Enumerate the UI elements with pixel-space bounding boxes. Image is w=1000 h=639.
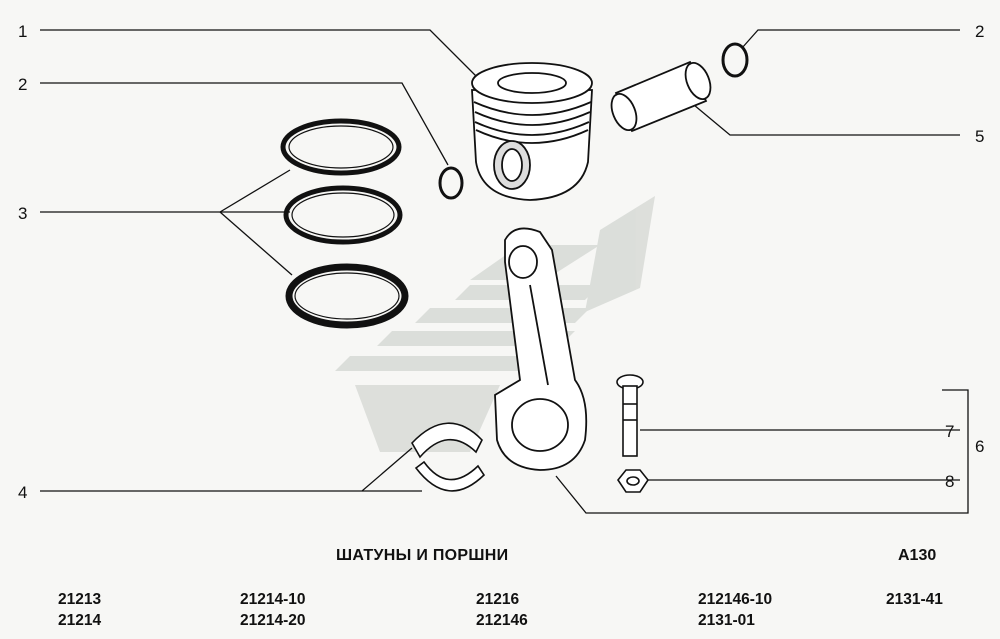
callout-labels: 1 2 2 3 4 5 6 7 8	[18, 22, 984, 502]
callout-2-left: 2	[18, 75, 27, 94]
callout-8: 8	[945, 472, 954, 491]
model-code: 21213	[58, 591, 102, 608]
callout-3: 3	[18, 204, 27, 223]
model-code: 212146	[476, 612, 528, 629]
circlip-left	[438, 166, 464, 200]
callout-1: 1	[18, 22, 27, 41]
circlip-right	[721, 42, 749, 78]
callout-6: 6	[975, 437, 984, 456]
model-column-3: 21216 212146	[476, 589, 528, 631]
rod-nut	[617, 469, 649, 493]
figure-code: A130	[898, 547, 937, 564]
model-column-2: 21214-10 21214-20	[240, 589, 306, 631]
model-column-4: 212146-10 2131-01	[698, 589, 772, 631]
model-code: 212146-10	[698, 591, 773, 608]
callout-2-right: 2	[975, 22, 984, 41]
model-column-1: 21213 21214	[58, 589, 101, 631]
callout-5: 5	[975, 127, 984, 146]
piston	[471, 62, 593, 201]
model-column-5: 2131-41	[886, 589, 943, 610]
model-code: 2131-41	[886, 591, 943, 608]
bearing-shells	[411, 422, 486, 492]
piston-pin	[610, 60, 712, 133]
callout-7: 7	[945, 422, 954, 441]
model-code: 21216	[476, 591, 520, 608]
model-code: 21214-20	[240, 612, 306, 629]
model-code: 2131-01	[698, 612, 755, 629]
callout-4: 4	[18, 483, 27, 502]
page-title: ШАТУНЫ И ПОРШНИ	[336, 547, 509, 564]
rod-bolt	[616, 374, 644, 457]
leader-lines	[40, 29, 969, 514]
piston-rings	[280, 118, 409, 329]
connecting-rod	[494, 227, 588, 471]
model-code: 21214	[58, 612, 102, 629]
model-code: 21214-10	[240, 591, 306, 608]
